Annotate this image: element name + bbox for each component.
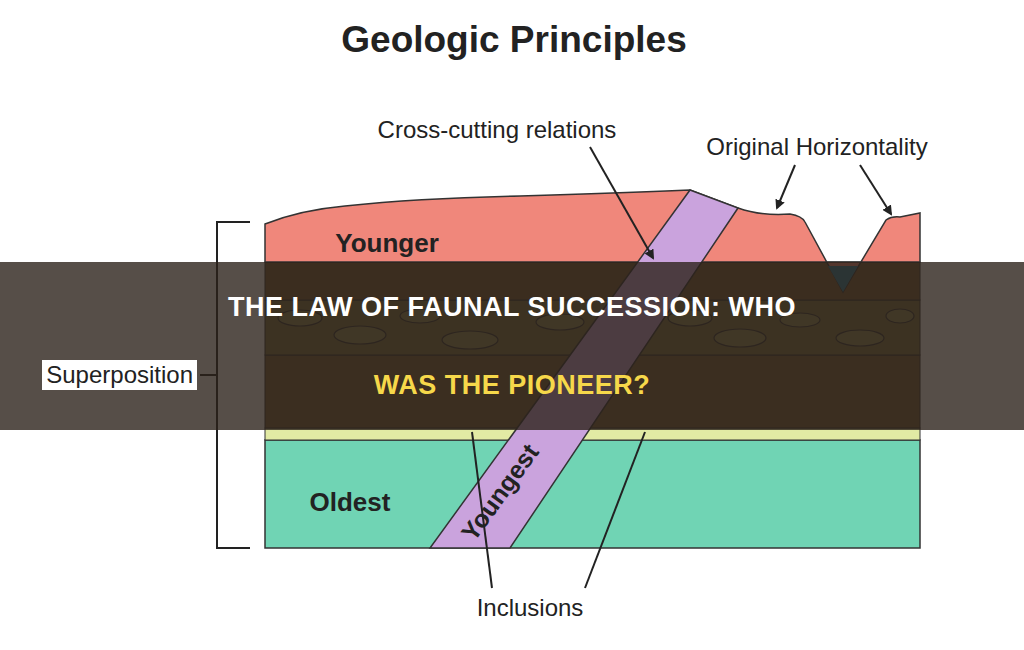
- oldest-layer: [265, 440, 920, 548]
- diagram-title: Geologic Principles: [341, 19, 686, 62]
- callout-label: Original Horizontality: [706, 133, 927, 161]
- callout-label: Inclusions: [477, 594, 584, 622]
- layer-label: Oldest: [310, 488, 391, 518]
- title-banner: THE LAW OF FAUNAL SUCCESSION: WHO WAS THE…: [0, 262, 1024, 430]
- banner-text: WAS THE PIONEER?: [374, 368, 651, 402]
- layer-label: Younger: [335, 229, 439, 259]
- bracket-label: Superposition: [42, 360, 197, 390]
- banner-text: THE LAW OF FAUNAL SUCCESSION: WHO: [228, 290, 796, 324]
- callout-label: Cross-cutting relations: [378, 116, 617, 144]
